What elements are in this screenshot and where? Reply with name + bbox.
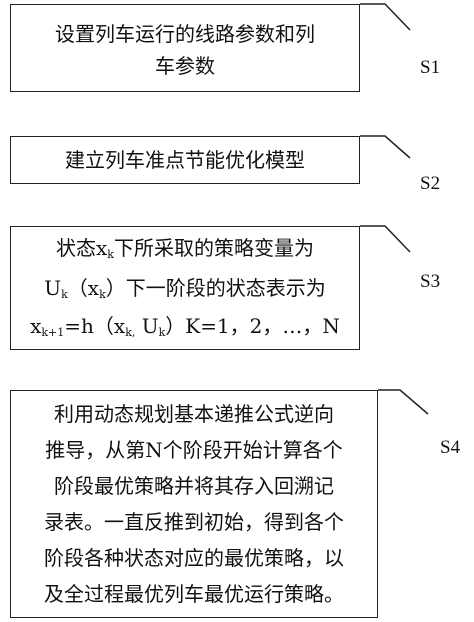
step-box-s3: 状态xk下所采取的策略变量为 Uk（xk）下一阶段的状态表示为 xk+1=h（x… xyxy=(10,226,360,350)
s3-line1-sub-a: k xyxy=(107,248,114,261)
s3-line2-part-b: （x xyxy=(67,276,100,300)
step-s2-line-1: 建立列车准点节能优化模型 xyxy=(65,148,305,172)
step-label-s3: S3 xyxy=(420,271,441,292)
step-label-s4: S4 xyxy=(440,437,461,458)
s3-line3-part-b: =h（x xyxy=(64,314,126,338)
step-s3-line-3: xk+1=h（xk, Uk）K=1，2，…，N xyxy=(11,311,359,341)
leader-line-s3 xyxy=(360,225,411,253)
step-label-s1: S1 xyxy=(420,57,441,78)
step-box-s1: 设置列车运行的线路参数和列 车参数 xyxy=(10,4,360,92)
step-s1-line-2: 车参数 xyxy=(155,54,215,78)
step-s4-line-2: 推导，从第N个阶段开始计算各个 xyxy=(45,438,343,462)
s3-line3-sub-c: k xyxy=(158,326,166,339)
step-s3-line-1: 状态xk下所采取的策略变量为 xyxy=(11,233,359,263)
step-s4-line-1: 利用动态规划基本递推公式逆向 xyxy=(54,402,334,426)
step-s4-line-5: 阶段各种状态对应的最优策略，以 xyxy=(44,546,344,570)
step-s1-line-1: 设置列车运行的线路参数和列 xyxy=(55,22,315,46)
step-s3-line-2: Uk（xk）下一阶段的状态表示为 xyxy=(11,273,359,303)
s3-line2-sub-b: k xyxy=(99,288,106,301)
leader-line-s2 xyxy=(360,135,411,159)
s3-line3-part-a: x xyxy=(30,314,42,338)
s3-line1-part-b: 下所采取的策略变量为 xyxy=(113,236,314,260)
leader-line-s4 xyxy=(378,389,429,415)
leader-line-s1 xyxy=(360,3,411,31)
step-box-s2: 建立列车准点节能优化模型 xyxy=(10,136,360,184)
step-s4-line-3: 阶段最优策略并将其存入回溯记 xyxy=(54,474,334,498)
s3-line2-sub-a: k xyxy=(61,288,68,301)
s3-line3-part-d: ）K=1，2，…，N xyxy=(165,314,340,338)
step-box-s4: 利用动态规划基本递推公式逆向 推导，从第N个阶段开始计算各个 阶段最优策略并将其… xyxy=(10,390,378,618)
s3-line3-part-c: U xyxy=(135,314,159,338)
s3-line2-part-a: U xyxy=(44,276,62,300)
s3-line1-part-a: 状态x xyxy=(56,236,108,260)
s3-line2-part-c: ）下一阶段的状态表示为 xyxy=(105,276,326,300)
step-s4-line-4: 录表。一直反推到初始，得到各个 xyxy=(44,510,344,534)
s3-line3-sub-a: k+1 xyxy=(41,326,65,339)
step-label-s2: S2 xyxy=(420,173,441,194)
step-s4-line-6: 及全过程最优列车最优运行策略。 xyxy=(44,582,344,606)
s3-line3-sub-b: k, xyxy=(125,326,136,339)
